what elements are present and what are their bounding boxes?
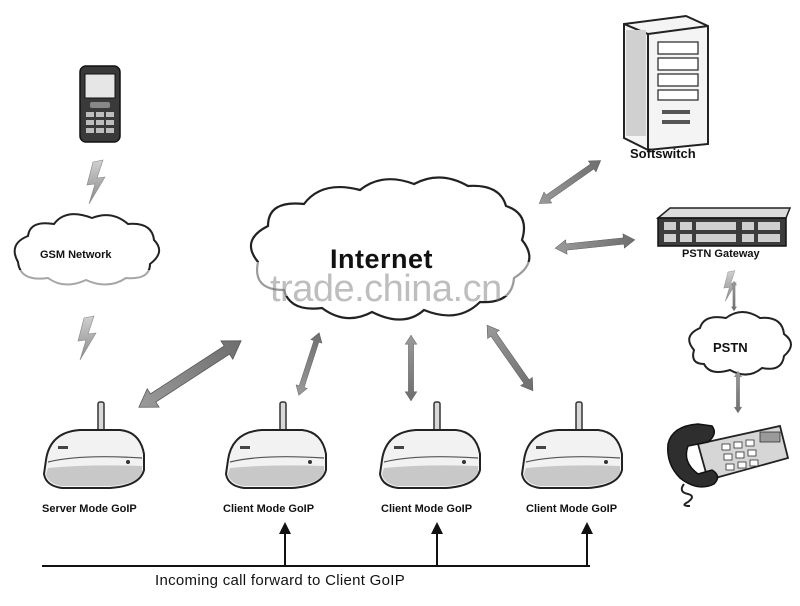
server-tower-icon <box>623 14 709 152</box>
arrow-internet-server-goip <box>132 331 248 417</box>
internet-cloud <box>249 176 540 321</box>
gsm-network-cloud <box>6 213 176 290</box>
goip-device-icon <box>521 401 623 489</box>
watermark: trade.china.cn <box>270 268 502 310</box>
forward-caption: Incoming call forward to Client GoIP <box>155 572 406 589</box>
goip-device-icon <box>379 401 481 489</box>
desk-telephone-icon <box>667 423 790 507</box>
lightning-icon <box>86 159 106 205</box>
lightning-icon <box>77 315 97 361</box>
softswitch-label: Softswitch <box>630 146 696 161</box>
arrow-internet-client-goip-2 <box>404 334 418 402</box>
arrow-internet-client-goip-1 <box>292 330 326 398</box>
arrow-internet-gateway <box>554 232 636 256</box>
client-goip-label: Client Mode GoIP <box>381 503 473 515</box>
rack-gateway-icon <box>655 207 792 247</box>
internet-label: Internet <box>330 244 434 274</box>
arrow-internet-softswitch <box>535 154 605 210</box>
forward-arrowheads <box>279 522 593 534</box>
client-goip-label: Client Mode GoIP <box>223 503 315 515</box>
gsm-network-label: GSM Network <box>40 249 112 261</box>
forward-line <box>42 528 590 567</box>
mobile-phone-icon <box>79 65 121 143</box>
arrow-internet-client-goip-3 <box>480 320 540 396</box>
arrow-pstn-phone <box>734 370 742 414</box>
pstn-gateway-label: PSTN Gateway <box>682 248 760 260</box>
goip-device-icon <box>43 401 145 489</box>
pstn-cloud <box>688 311 792 376</box>
client-goip-label: Client Mode GoIP <box>526 503 618 515</box>
pstn-label: PSTN <box>713 340 748 355</box>
server-goip-label: Server Mode GoIP <box>42 503 137 515</box>
goip-device-icon <box>225 401 327 489</box>
